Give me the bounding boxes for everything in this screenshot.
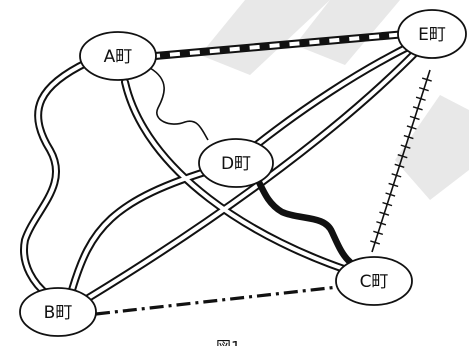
track-crosstie <box>412 106 423 111</box>
track-crosstie <box>415 96 426 101</box>
dashdot-line-b-c <box>95 285 339 316</box>
track-crosstie <box>376 221 387 226</box>
track-crosstie <box>373 230 384 236</box>
track-crosstie <box>397 154 408 159</box>
town-label-c: C町 <box>360 272 389 292</box>
track-crosstie <box>370 240 381 245</box>
town-node-e: E町 <box>397 9 467 59</box>
town-label-d: D町 <box>221 154 251 174</box>
track-crosstie <box>400 144 411 149</box>
town-node-d: D町 <box>198 138 274 188</box>
double-line-roads <box>20 38 424 304</box>
town-label-e: E町 <box>418 25 446 45</box>
track-crosstie <box>418 86 429 92</box>
figure-caption: 図1 <box>216 338 241 346</box>
track-crosstie <box>382 201 393 207</box>
track-e-c <box>370 69 432 253</box>
railway-a-e <box>154 30 407 60</box>
track-crosstie <box>394 163 405 168</box>
town-node-a: A町 <box>79 31 157 81</box>
track-crosstie <box>379 211 390 216</box>
track-crosstie <box>391 173 402 178</box>
thin-road-a-d <box>149 67 209 141</box>
town-label-b: B町 <box>44 303 73 323</box>
track-crosstie <box>421 77 432 82</box>
track-crosstie <box>409 115 420 121</box>
town-node-b: B町 <box>19 287 97 337</box>
track-crosstie <box>406 125 417 130</box>
track-crosstie <box>403 134 414 140</box>
track-crosstie <box>385 192 396 197</box>
thick-road-d-c <box>254 176 354 266</box>
town-label-a: A町 <box>104 47 133 67</box>
watermark <box>200 0 469 200</box>
town-node-c: C町 <box>335 256 413 306</box>
track-crosstie <box>388 182 399 188</box>
